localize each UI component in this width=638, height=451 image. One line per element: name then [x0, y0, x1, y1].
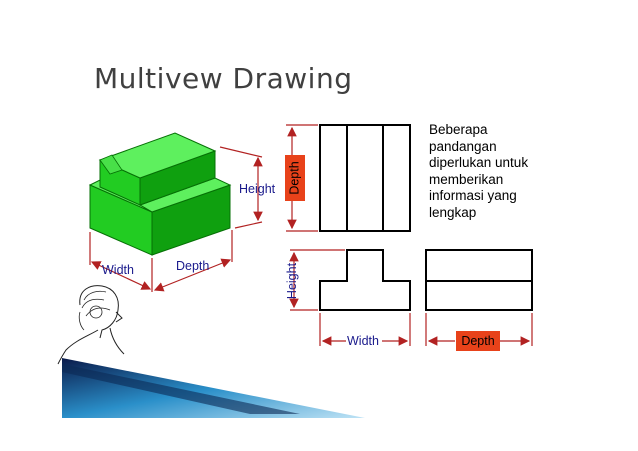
isometric-dimensions	[89, 146, 263, 292]
person-sketch	[57, 285, 125, 365]
decorative-wedge	[62, 358, 365, 418]
isometric-block	[88, 132, 232, 256]
iso-height-label: Height	[239, 182, 276, 196]
description-line: informasi yang	[429, 188, 517, 203]
front-height-label: Height	[285, 262, 299, 300]
front-view-dimensions	[289, 249, 411, 346]
description-line: memberikan	[429, 171, 504, 187]
description-line: Beberapa	[429, 122, 488, 137]
iso-width-label: Width	[102, 263, 134, 277]
top-view-depth-badge: Depth	[285, 155, 305, 201]
description-line: diperlukan untuk	[429, 155, 529, 170]
iso-depth-label: Depth	[176, 259, 210, 273]
side-view	[425, 249, 533, 311]
description-line: pandangan	[429, 138, 497, 154]
top-view	[319, 124, 411, 232]
top-view-depth-label: Depth	[288, 161, 303, 195]
front-width-label: Width	[347, 334, 379, 348]
slide-title: Multivew Drawing	[94, 62, 353, 95]
side-view-depth-label: Depth	[461, 334, 495, 348]
side-view-dimensions	[425, 313, 533, 346]
front-view	[319, 249, 411, 311]
side-view-depth-badge: Depth	[456, 331, 500, 351]
description-text: Beberapa pandangan diperlukan untuk memb…	[429, 122, 559, 221]
description-line: lengkap	[429, 204, 477, 220]
